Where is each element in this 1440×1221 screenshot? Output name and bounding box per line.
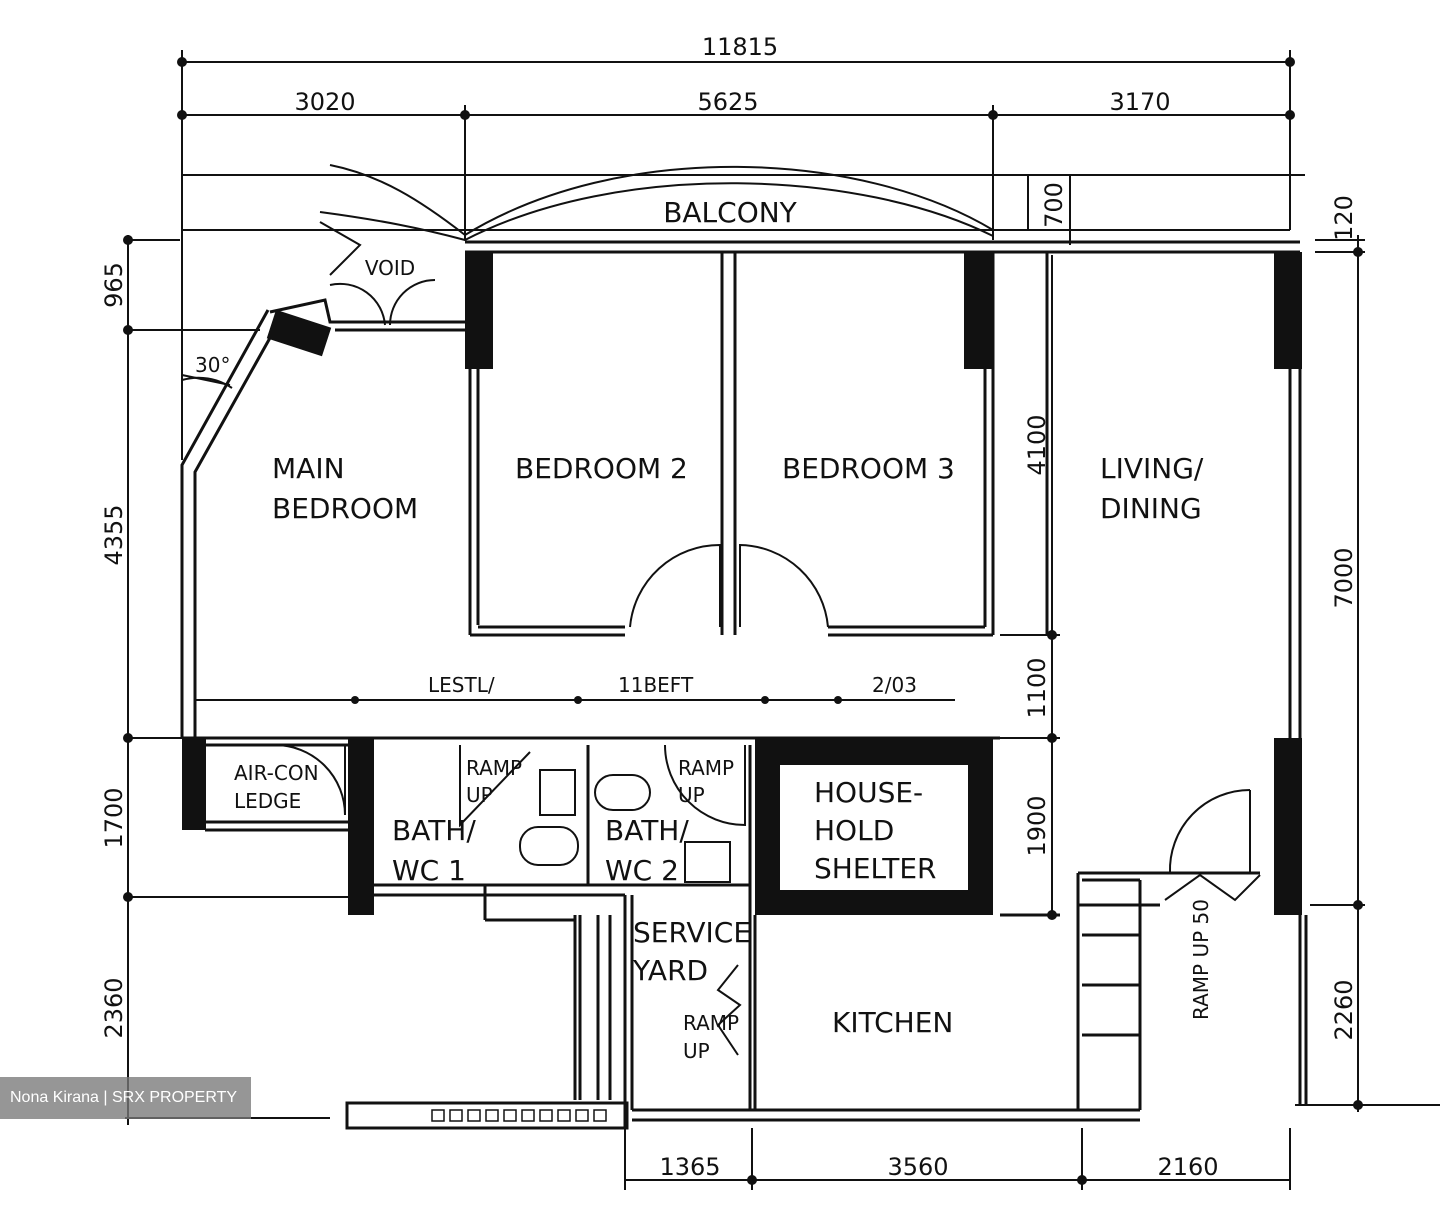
kitchen-label: KITCHEN (832, 1006, 953, 1039)
ramp-label-service: RAMP (683, 1011, 739, 1035)
balcony-outline (182, 164, 1305, 276)
bath-wc-1-label-2: WC 1 (392, 854, 466, 887)
bath-wc-2-label-1: BATH/ (605, 814, 689, 847)
ledge-slots (431, 1109, 607, 1122)
aircon-ledge-label-2: LEDGE (234, 789, 301, 813)
main-bedroom-label-2: BEDROOM (272, 492, 418, 525)
dimension-top-1: 3020 (294, 88, 355, 116)
service-yard-label-1: SERVICE (633, 916, 751, 949)
dimension-left-3: 1700 (100, 787, 128, 848)
bath-wc-1-label-1: BATH/ (392, 814, 476, 847)
dimension-top-2: 5625 (697, 88, 758, 116)
up-label-bath1: UP (466, 783, 493, 807)
balcony-label: BALCONY (663, 196, 797, 229)
main-bedroom-label-1: MAIN (272, 452, 345, 485)
solid-columns (182, 252, 1302, 915)
dimension-left-2: 4355 (100, 504, 128, 565)
aircon-ledge-label-1: AIR-CON (234, 761, 319, 785)
ramp-label-bath2: RAMP (678, 756, 734, 780)
living-label-1: LIVING/ (1100, 452, 1204, 485)
dimension-left-1: 965 (100, 262, 128, 308)
shelter-label-2: HOLD (814, 814, 894, 847)
dimension-inner-1900: 1900 (1023, 795, 1051, 856)
bedroom-2-label: BEDROOM 2 (515, 452, 688, 485)
dimension-inner-4100: 4100 (1023, 414, 1051, 475)
shelter-label-3: SHELTER (814, 852, 937, 885)
service-yard-label-2: YARD (632, 954, 708, 987)
dimension-right-3: 2260 (1330, 979, 1358, 1040)
dimension-bottom-3: 2160 (1157, 1153, 1218, 1181)
void-label: VOID (365, 256, 415, 280)
angle-label: 30° (195, 353, 230, 377)
living-label-2: DINING (1100, 492, 1202, 525)
bath-wc-2-label-2: WC 2 (605, 854, 679, 887)
dimension-left-4: 2360 (100, 977, 128, 1038)
up-label-bath2: UP (678, 783, 705, 807)
dimension-top-3: 3170 (1109, 88, 1170, 116)
watermark: Nona Kirana | SRX PROPERTY (0, 1077, 251, 1119)
ramp-label-bath1: RAMP (466, 756, 522, 780)
up-label-service: UP (683, 1039, 710, 1063)
door-swings (181, 279, 1261, 1056)
corridor-label-3: 2/03 (872, 673, 917, 697)
bedroom-3-label: BEDROOM 3 (782, 452, 955, 485)
dimension-ticks (123, 57, 1363, 1185)
ramp-up-50-label: RAMP UP 50 (1189, 899, 1213, 1020)
walls (180, 240, 1308, 1130)
corridor-label-1: LESTL/ (428, 673, 495, 697)
dimension-inner-1100: 1100 (1023, 657, 1051, 718)
dimension-bottom-2: 3560 (887, 1153, 948, 1181)
dimension-right-2: 7000 (1330, 547, 1358, 608)
shelter-label-1: HOUSE- (814, 776, 923, 809)
dimension-top-total: 11815 (702, 33, 778, 61)
corridor-label-2: 11BEFT (618, 673, 694, 697)
dimension-right-1: 120 (1330, 195, 1358, 241)
dimension-inner-700: 700 (1040, 182, 1068, 228)
dimension-bottom-1: 1365 (659, 1153, 720, 1181)
